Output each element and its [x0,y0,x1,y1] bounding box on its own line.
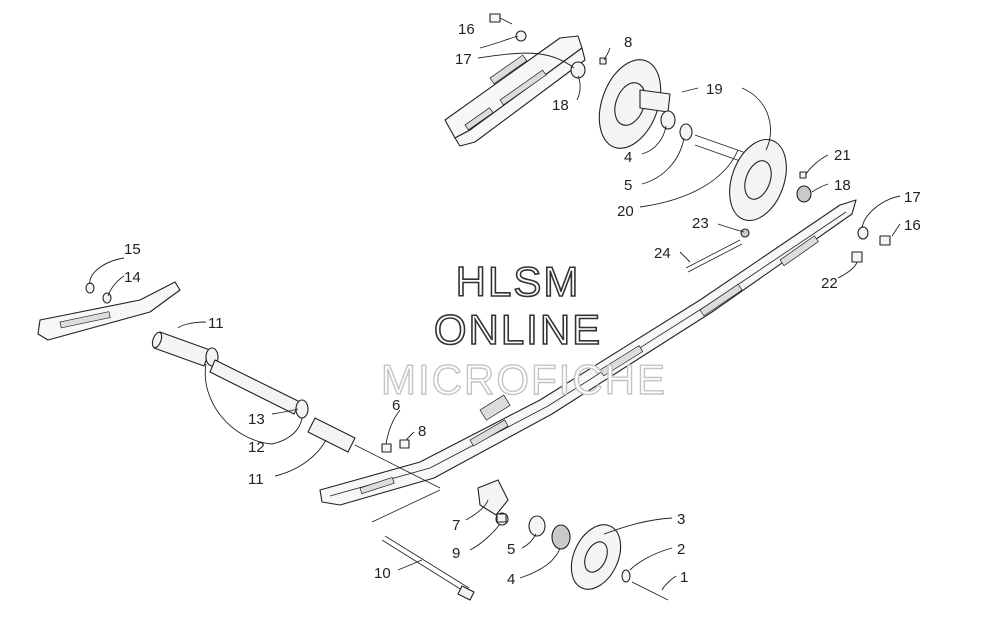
callout-2: 2 [677,541,685,558]
long-bolt [381,535,475,601]
callout-13: 13 [248,411,265,428]
callout-15: 15 [124,241,141,258]
callout-6: 6 [392,397,400,414]
callout-17-right: 17 [904,189,921,206]
callout-5-top: 5 [624,177,632,194]
callout-4-top: 4 [624,149,632,166]
front-axle [477,479,669,601]
main-rail [319,199,857,506]
watermark: HLSM ONLINE MICROFICHE [380,257,667,404]
callouts: 16 17 8 18 19 4 5 20 21 18 17 16 23 24 2… [124,21,921,588]
callout-19: 19 [706,81,723,98]
callout-9: 9 [452,545,460,562]
watermark-line2: ONLINE [434,306,602,353]
rear-idlers [570,59,812,222]
callout-11-bottom: 11 [248,471,264,488]
callout-14: 14 [124,269,141,286]
callout-8-mid: 8 [418,423,426,440]
upper-rail [444,35,586,147]
callout-3: 3 [677,511,685,528]
callout-17-top: 17 [455,51,472,68]
callout-4-bottom: 4 [507,571,515,588]
callout-5-bottom: 5 [507,541,515,558]
callout-11-top: 11 [208,315,224,332]
callout-10: 10 [374,565,391,582]
callout-12: 12 [248,439,265,456]
callout-23: 23 [692,215,709,232]
left-rail [37,281,181,341]
leader-lines [89,35,901,591]
callout-16-right: 16 [904,217,921,234]
callout-16-top: 16 [458,21,475,38]
cross-shaft [151,331,441,489]
callout-18-right: 18 [834,177,851,194]
callout-18-top: 18 [552,97,569,114]
callout-24: 24 [654,245,671,262]
callout-20: 20 [617,203,634,220]
watermark-line3: MICROFICHE [381,356,667,403]
callout-22: 22 [821,275,838,292]
callout-7: 7 [452,517,460,534]
callout-8-top: 8 [624,34,632,51]
callout-1: 1 [680,569,688,586]
hardware [85,13,891,523]
callout-21: 21 [834,147,851,164]
watermark-line1: HLSM [456,258,581,305]
